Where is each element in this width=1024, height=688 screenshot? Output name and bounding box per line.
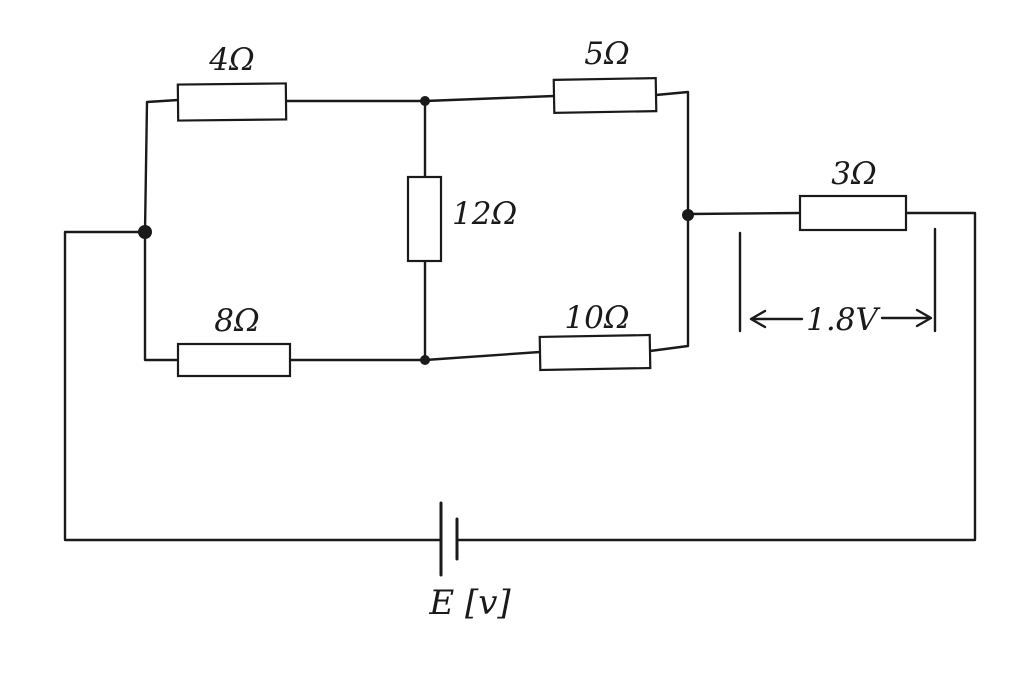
node-top-middle xyxy=(420,96,430,106)
resistor-label: 8Ω xyxy=(214,303,259,339)
resistors: 4Ω 5Ω 12Ω 8Ω 10Ω xyxy=(176,36,908,378)
wire-left-return xyxy=(63,230,443,542)
resistor-label: 3Ω xyxy=(831,156,876,192)
resistor-label: 4Ω xyxy=(208,42,254,78)
resistor-body xyxy=(538,333,652,372)
resistor-r1-4ohm: 4Ω xyxy=(176,42,288,122)
voltage-measurement: 1.8V xyxy=(738,227,937,338)
wire-right-node-to-3ohm xyxy=(686,211,802,216)
resistor-label: 12Ω xyxy=(452,196,517,232)
resistor-body xyxy=(176,342,292,378)
node-left xyxy=(138,225,152,239)
resistor-body xyxy=(176,82,288,122)
wire-top-middle-to-right xyxy=(423,94,556,103)
wires xyxy=(63,90,977,542)
resistor-body xyxy=(406,175,443,263)
wire-bottomleft-drop xyxy=(143,230,180,362)
wire-topright-drop xyxy=(654,90,690,217)
resistor-label: 10Ω xyxy=(564,300,629,336)
resistor-r6-3ohm: 3Ω xyxy=(798,156,908,232)
node-right xyxy=(682,209,694,221)
resistor-r3-12ohm: 12Ω xyxy=(406,175,517,263)
voltage-measurement-label: 1.8V xyxy=(806,302,881,338)
resistor-label: 5Ω xyxy=(584,36,629,72)
resistor-r2-5ohm: 5Ω xyxy=(552,36,658,115)
resistor-r4-8ohm: 8Ω xyxy=(176,303,292,378)
battery-label: E [v] xyxy=(428,583,511,623)
wire-right-return xyxy=(455,211,977,542)
node-bottom-middle xyxy=(420,355,430,365)
resistor-body xyxy=(798,194,908,232)
arrow-right-head-icon xyxy=(915,308,933,328)
resistor-body xyxy=(552,76,658,115)
wire-topleft-riser xyxy=(143,98,180,234)
arrow-left-head-icon xyxy=(749,309,767,329)
wire-bottom-middle-to-right xyxy=(423,350,542,362)
resistor-r5-10ohm: 10Ω xyxy=(538,300,652,372)
junction-nodes xyxy=(138,96,694,365)
battery-source: E [v] xyxy=(428,501,511,623)
wire-bottomright-riser xyxy=(648,213,690,353)
